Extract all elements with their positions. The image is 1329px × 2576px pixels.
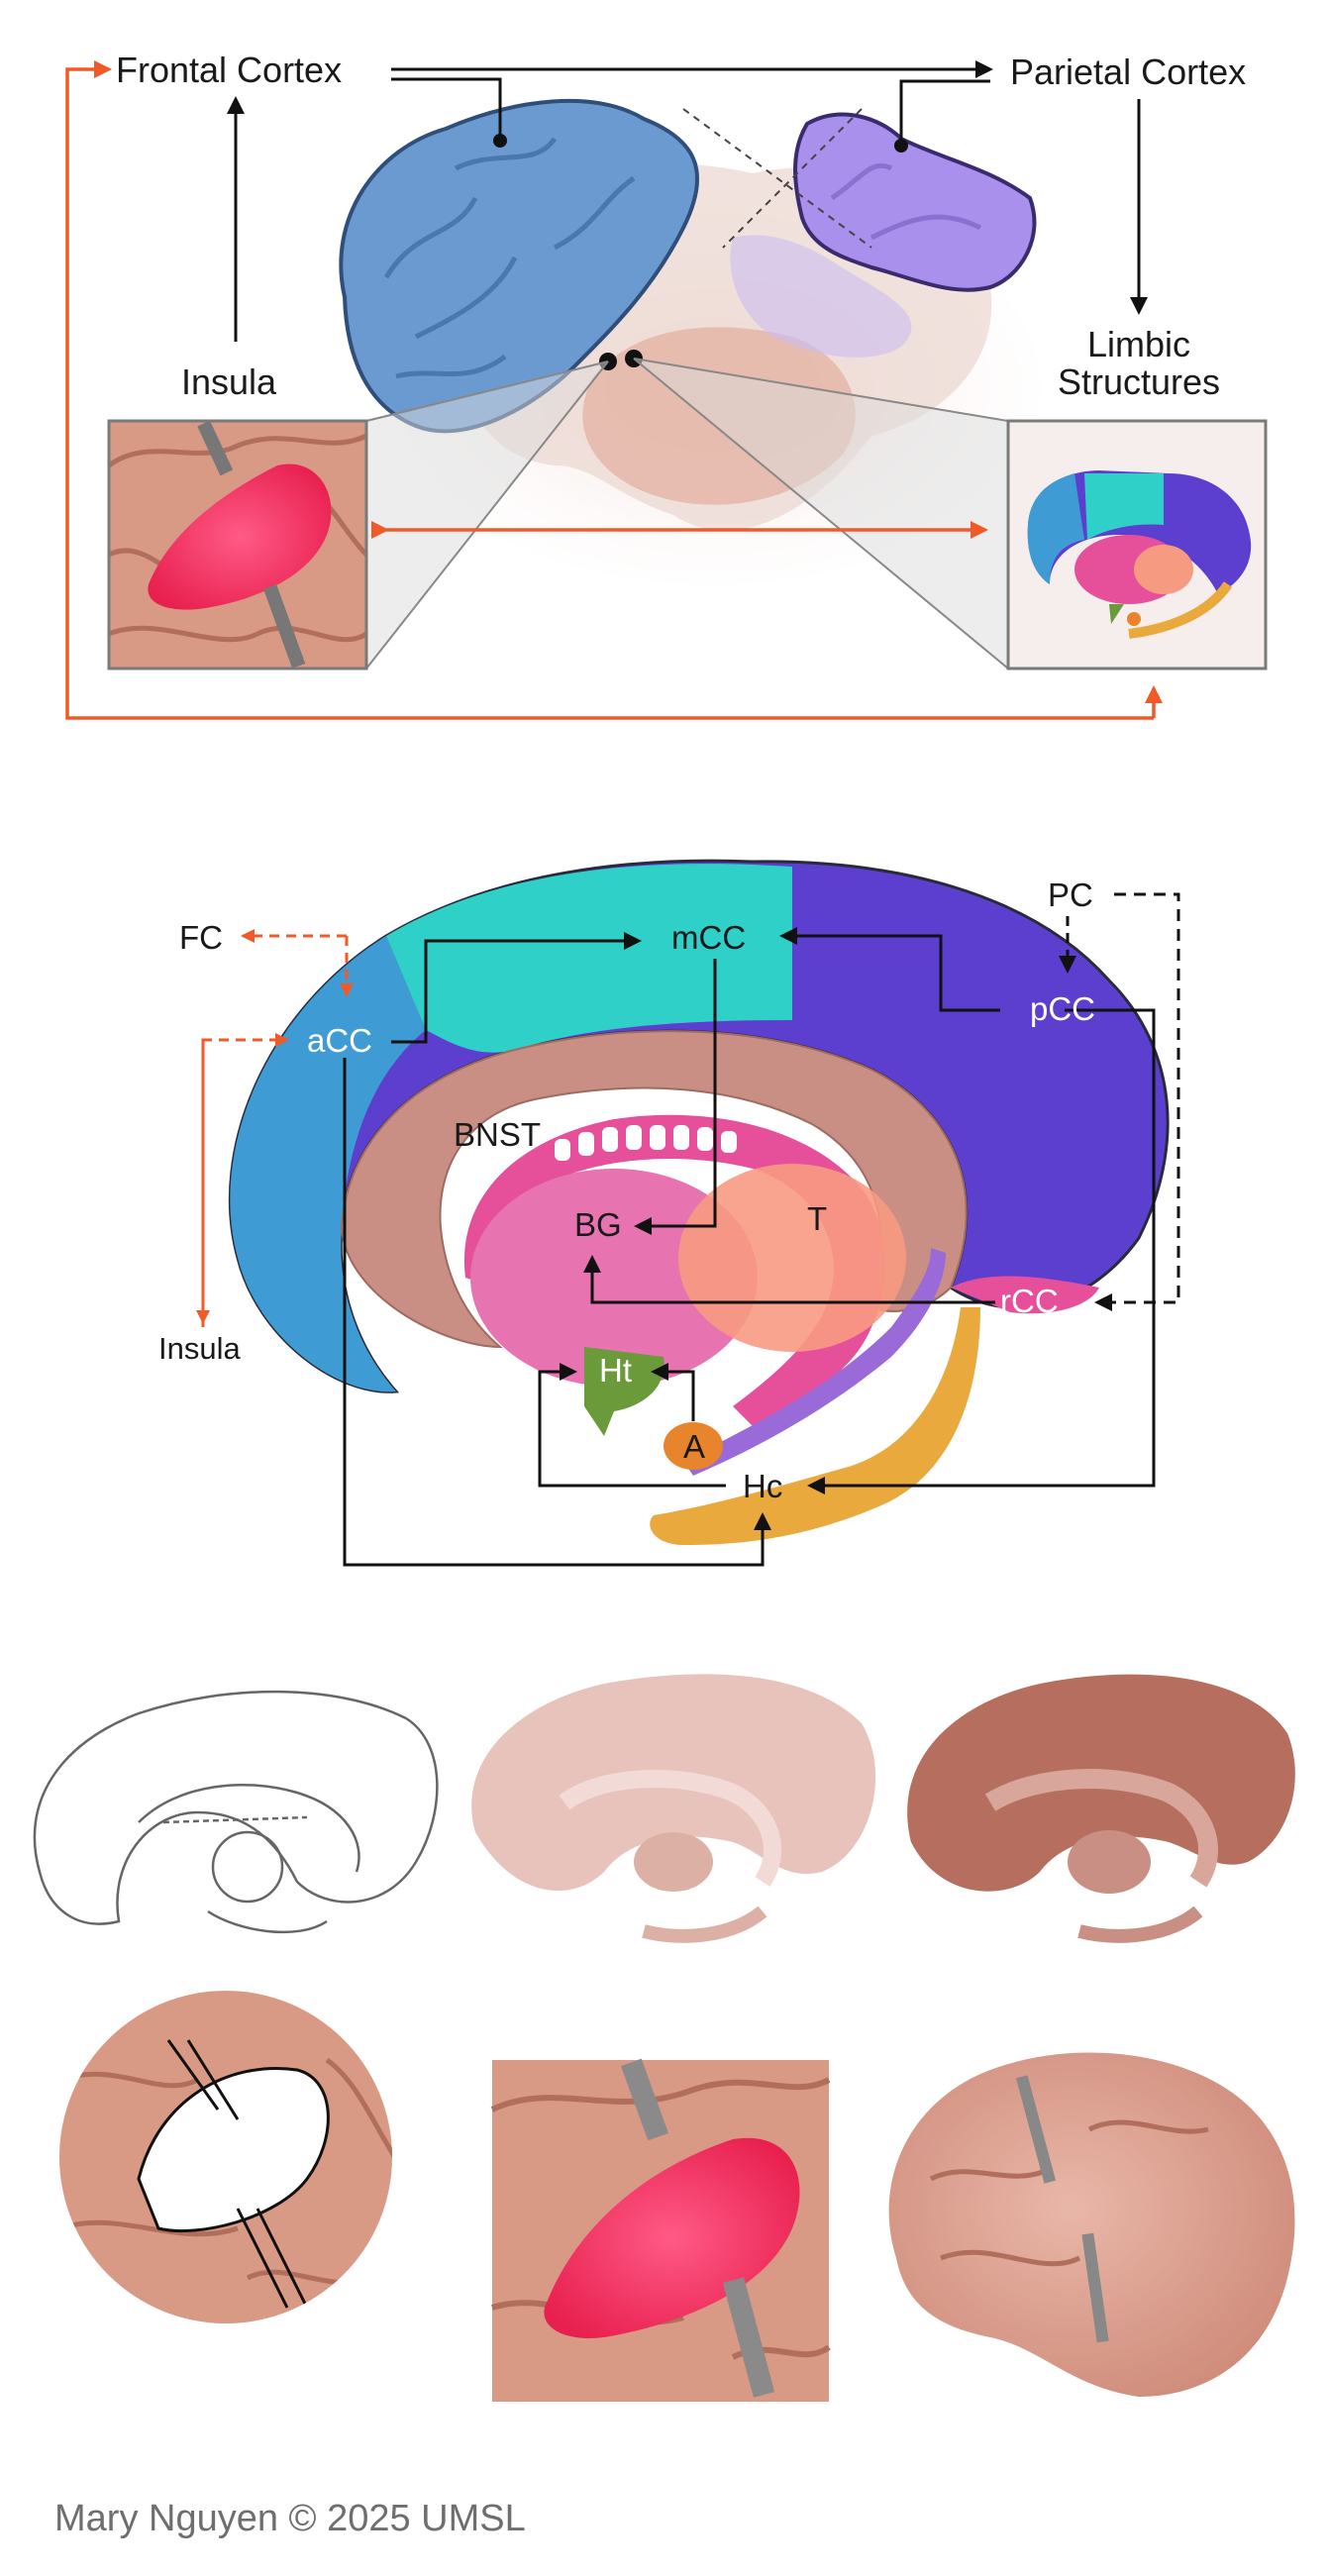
frontal-leader-line — [391, 77, 502, 139]
label-insula-mid: Insula — [158, 1331, 241, 1366]
acc-to-mcc-arrow — [391, 932, 642, 1044]
limbic-diagram: FC PC aCC mCC pCC rCC BNST BG T Ht A Hc … — [158, 859, 1180, 1567]
bottom-row — [59, 1991, 1295, 2402]
label-bg: BG — [574, 1206, 622, 1243]
sketch-flat-pink — [471, 1674, 876, 1943]
limbic-mini-ht — [1109, 604, 1124, 624]
limbic-mini-thalamus — [1134, 545, 1193, 594]
label-t: T — [807, 1200, 827, 1237]
label-bnst: BNST — [454, 1116, 541, 1153]
footer-credit: Mary Nguyen © 2025 UMSL — [54, 2498, 526, 2539]
rcc-region — [951, 1276, 1099, 1314]
label-a: A — [683, 1428, 705, 1465]
sketch-line-drawing — [33, 1690, 439, 1934]
label-pcc: pCC — [1030, 990, 1095, 1027]
acc-region — [230, 936, 426, 1392]
label-pc: PC — [1048, 876, 1093, 913]
loop-arrow-to-frontal — [65, 60, 1154, 720]
top-panel: Frontal Cortex Parietal Cortex Insula Li… — [65, 50, 1268, 720]
parietal-leader-dot — [894, 139, 908, 153]
frontal-leader-dot — [493, 134, 507, 148]
retractor-top — [197, 420, 234, 476]
label-fc: FC — [179, 919, 223, 956]
limbic-mini-hippocampus — [1128, 581, 1233, 639]
insula-funnel-bottom — [365, 361, 609, 670]
square-insula — [490, 2058, 831, 2402]
limbic-inset-border — [1006, 419, 1268, 670]
label-limbic-line2: Structures — [1058, 361, 1220, 402]
sketch-shaded — [907, 1674, 1295, 1943]
dashed-line-2 — [722, 108, 863, 249]
label-insula: Insula — [181, 361, 277, 402]
label-acc: aCC — [307, 1022, 372, 1059]
label-rcc: rCC — [1000, 1283, 1059, 1319]
parietal-sulci — [830, 162, 982, 241]
circle-sketch — [59, 1991, 392, 2323]
label-ht: Ht — [599, 1352, 632, 1389]
label-hc: Hc — [743, 1468, 782, 1504]
insula-funnel-top — [365, 361, 609, 422]
mcc-region — [386, 864, 792, 1053]
pc-to-rcc-dashed-arrow — [1094, 892, 1180, 1311]
shaded-brain-retractors — [888, 2052, 1295, 2397]
pcc-to-mcc-arrow — [779, 927, 1000, 1012]
a-to-ht-arrow — [651, 1363, 695, 1421]
hc-to-ht-arrow — [538, 1363, 726, 1488]
frontal-sulci — [383, 137, 636, 379]
thalamus — [678, 1164, 906, 1352]
rcc-to-bg-arrow — [583, 1255, 995, 1304]
mcc-to-bg-arrow — [634, 959, 717, 1235]
limbic-funnel-top — [633, 358, 1009, 422]
label-frontal-cortex: Frontal Cortex — [116, 50, 342, 90]
acc-to-hc-arrow — [343, 1058, 771, 1567]
pcc-to-hc-arrow — [807, 1008, 1156, 1494]
dashed-line-1 — [682, 108, 872, 249]
retractor-bottom — [263, 584, 306, 669]
fornix-teeth — [555, 1125, 737, 1161]
limbic-inset — [1006, 419, 1268, 670]
label-parietal-cortex: Parietal Cortex — [1010, 52, 1246, 92]
limbic-mini-cingulate — [1027, 470, 1252, 594]
insula-region — [148, 464, 332, 610]
limbic-mini-acc — [1027, 473, 1084, 584]
label-limbic-line1: Limbic — [1087, 324, 1190, 364]
limbic-mini-amygdala — [1127, 612, 1141, 626]
parietal-leader-line — [899, 79, 990, 144]
label-mcc: mCC — [671, 919, 746, 956]
basal-ganglia — [470, 1169, 758, 1387]
insula-inset-border — [107, 419, 368, 670]
limbic-mini-mcc — [1084, 473, 1164, 540]
limbic-funnel-bottom — [633, 358, 1009, 670]
parietal-faded — [730, 235, 912, 358]
sketch-row — [33, 1674, 1295, 1943]
hypothalamus — [584, 1347, 664, 1436]
insula-inset — [107, 419, 368, 670]
amygdala — [664, 1422, 723, 1470]
